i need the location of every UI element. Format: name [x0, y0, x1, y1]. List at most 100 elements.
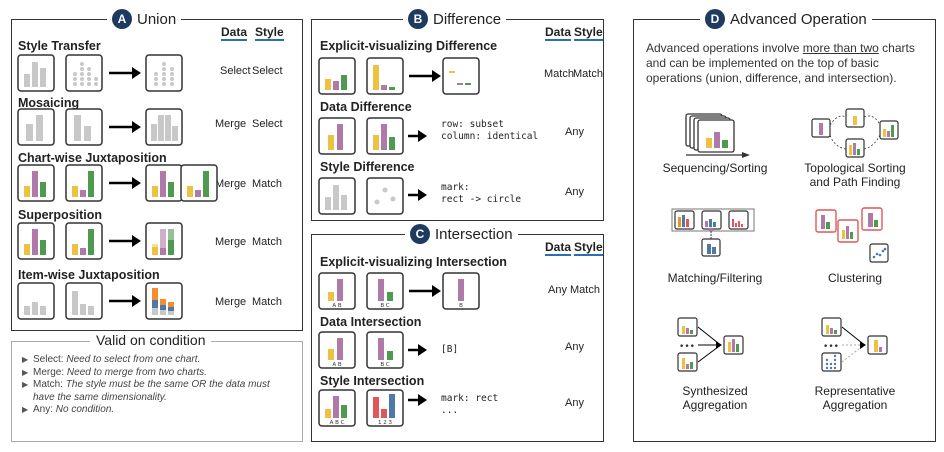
op-label-line: Aggregation [682, 398, 748, 412]
difference-col-data: Data [545, 25, 572, 41]
intersection-row-label: Data Intersection [320, 315, 422, 329]
topological-sorting-icon [811, 108, 899, 158]
op-label-line: Topological Sorting [804, 161, 906, 175]
union-title: A Union [107, 9, 182, 29]
op-label-line: Synthesized [682, 384, 748, 398]
synthesized-aggregation-icon: ••• [677, 317, 744, 372]
op-label: Synthesized Aggregation [650, 384, 780, 412]
arrow-icon [408, 394, 427, 406]
union-row-data: Merge [215, 296, 247, 308]
intersection-row-any: Any [565, 397, 584, 409]
union-row-style: Match [252, 296, 282, 308]
arrow-icon [408, 344, 427, 356]
union-row-style: Select [252, 118, 283, 130]
desc-underline: more than two [802, 41, 879, 55]
union-col-style: Style [255, 25, 284, 41]
arrow-icon [408, 189, 427, 201]
chart-thumbnail [442, 57, 480, 95]
desc-text: charts and can be implemented on the top… [646, 41, 915, 85]
union-row-data: Merge [215, 236, 247, 248]
chart-thumbnail [145, 282, 183, 320]
difference-badge: B [408, 9, 428, 29]
valid-condition-legend: Valid on condition Select: Need to selec… [11, 332, 303, 442]
union-col-data: Data [221, 25, 248, 41]
arrow-icon [409, 70, 441, 82]
op-label: Clustering [790, 271, 920, 285]
arrow-icon [408, 130, 427, 142]
union-title-text: Union [137, 10, 177, 28]
arrow-icon [109, 235, 141, 247]
op-label-line: and Path Finding [809, 175, 901, 189]
intersection-style-code: mark: rect ... [441, 393, 499, 416]
representative-aggregation-icon: ••• [821, 317, 888, 372]
intersection-col-data: Data [545, 240, 572, 256]
union-row-data: Merge [215, 178, 247, 190]
valid-text: No condition. [55, 404, 115, 415]
intersection-data-code: [B] [441, 344, 459, 355]
valid-text: The style must be the same OR the data m… [33, 379, 270, 403]
chart-thumbnail [65, 108, 103, 146]
chart-thumbnail [145, 108, 183, 146]
chart-thumbnail: B C [366, 272, 404, 310]
chart-thumbnail [366, 177, 404, 215]
op-label-line: Aggregation [822, 398, 888, 412]
arrow-icon [109, 295, 141, 307]
op-label: Topological Sorting and Path Finding [790, 161, 920, 189]
op-label: Sequencing/Sorting [650, 161, 780, 175]
valid-key: Merge: [33, 366, 65, 378]
valid-key: Select: [33, 354, 64, 365]
difference-panel: B Difference Data Style Explicit-visuali… [311, 9, 604, 221]
valid-text: Need to select from one chart. [66, 354, 201, 365]
valid-key: Any: [33, 404, 54, 415]
intersection-row-label: Explicit-visualizing Intersection [320, 255, 507, 269]
intersection-col-style: Style [574, 240, 603, 256]
chart-thumbnail [318, 57, 356, 95]
tick-label: A B [332, 362, 342, 368]
sequencing-sorting-icon [685, 113, 750, 158]
union-row-style: Match [252, 178, 282, 190]
advanced-title-text: Advanced Operation [730, 10, 867, 28]
tick-label: B C [380, 303, 390, 309]
advanced-badge: D [705, 9, 725, 29]
op-label-line: Matching/Filtering [667, 271, 763, 285]
difference-row-data: Match [544, 68, 574, 80]
chart-thumbnail [17, 164, 55, 202]
clustering-icon [815, 207, 889, 263]
difference-row-label: Data Difference [320, 100, 412, 114]
tick-label: 1 2 3 [378, 420, 392, 426]
chart-thumbnail [145, 222, 183, 260]
arrow-icon [409, 285, 441, 297]
tick-label: A B C [330, 420, 345, 426]
difference-col-style: Style [574, 25, 603, 41]
valid-text: Need to merge from two charts. [66, 366, 207, 378]
difference-title: B Difference [403, 9, 507, 29]
difference-row-any: Any [565, 126, 584, 138]
chart-thumbnail: A B [318, 272, 356, 310]
valid-key: Match: [33, 379, 64, 390]
chart-thumbnail: A B C [318, 389, 356, 427]
union-row-label: Style Transfer [18, 39, 101, 53]
difference-row-style: Match [573, 68, 603, 80]
arrow-icon [109, 177, 141, 189]
list-item: Match: The style must be the same OR the… [22, 379, 294, 404]
difference-row-label: Explicit-visualizing Difference [320, 39, 498, 53]
intersection-badge: C [410, 224, 430, 244]
chart-thumbnail [318, 177, 356, 215]
matching-filtering-icon [671, 208, 755, 257]
op-label-line: Clustering [827, 271, 883, 285]
chart-thumbnail [17, 222, 55, 260]
difference-row-any: Any [565, 186, 584, 198]
chart-thumbnail [17, 108, 55, 146]
desc-text: Advanced operations involve [646, 41, 803, 55]
tick-label: B C [380, 362, 390, 368]
difference-data-code: row: subset column: identical [441, 119, 539, 142]
arrow-icon [109, 121, 141, 133]
advanced-description: Advanced operations involve more than tw… [646, 41, 931, 86]
union-row-style: Match [252, 236, 282, 248]
list-item: Select: Need to select from one chart. [22, 354, 294, 367]
union-row-label: Superposition [18, 208, 103, 222]
difference-title-text: Difference [433, 10, 502, 28]
union-row-label: Mosaicing [18, 96, 80, 110]
list-item: Merge: Need to merge from two charts. [22, 367, 294, 380]
chart-thumbnail: A B [318, 331, 356, 369]
